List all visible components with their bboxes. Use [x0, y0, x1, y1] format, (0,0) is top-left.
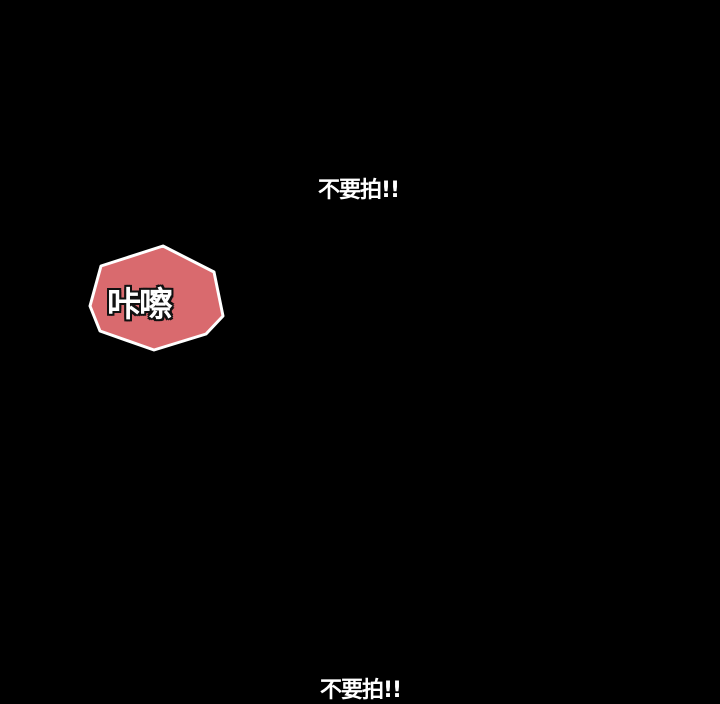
dialogue-caption: 不要拍!! [320, 678, 402, 703]
dialogue-caption: 不要拍!! [318, 178, 400, 203]
sound-effect-text: 咔嚓 [107, 285, 173, 325]
badge-shape [88, 244, 225, 352]
